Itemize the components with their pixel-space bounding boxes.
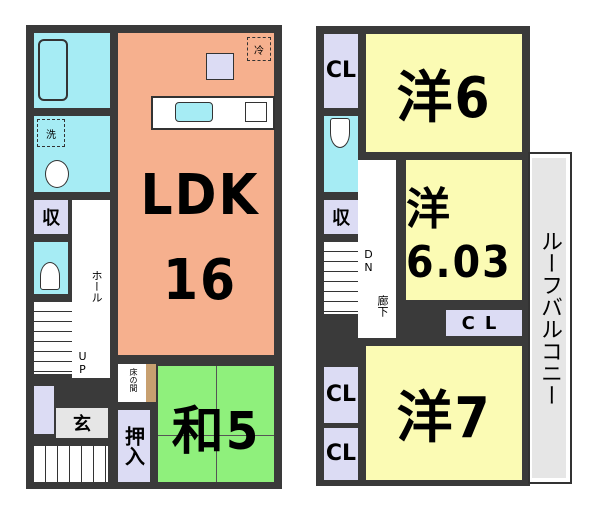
stairs-dn-label: DN: [362, 248, 375, 274]
closet-top: CL: [324, 34, 358, 108]
stairs-floor1: [34, 302, 72, 374]
roof-balcony: ルーフバルコニー: [532, 158, 566, 478]
ldk-label: LDK: [140, 162, 260, 228]
western-room-7: 洋7: [366, 346, 522, 480]
toilet-icon-floor2: [330, 118, 350, 148]
washitsu-room: [158, 366, 274, 482]
hall: [72, 200, 110, 378]
ldk-room: [118, 33, 274, 355]
alcove-label: 床の間: [129, 368, 138, 392]
western-room-6-03: 洋6.03: [406, 160, 522, 300]
washing-machine-icon: 洗: [37, 119, 65, 147]
corridor: [358, 160, 396, 338]
storage-floor1: 収: [34, 200, 68, 234]
tokonoma: [118, 364, 156, 402]
stairs-up-label: UP: [76, 350, 89, 376]
washitsu-label: 和5: [171, 401, 261, 462]
corridor-label: 廊下: [376, 295, 389, 317]
entrance: 玄: [56, 408, 108, 438]
oshiire: 押入: [118, 410, 150, 482]
shoe-cabinet: [34, 386, 54, 434]
kitchen-sink-icon: [175, 102, 213, 122]
toilet-icon: [40, 262, 60, 290]
fridge-icon: 冷: [247, 37, 271, 61]
entry-porch: [34, 446, 108, 482]
closet-low1: CL: [324, 367, 358, 423]
stove-icon: [245, 102, 267, 122]
bathtub-icon: [38, 39, 68, 101]
sink-icon: [45, 160, 69, 188]
ldk-size: 16: [162, 247, 238, 313]
closet-low2: CL: [324, 428, 358, 480]
stairs-floor2: [324, 242, 358, 314]
closet-mid: CL: [446, 310, 522, 336]
western-room-6: 洋6: [366, 34, 522, 152]
pantry-icon: [206, 53, 234, 80]
bathroom: [34, 33, 110, 108]
storage-floor2: 収: [324, 200, 358, 234]
hall-label: ホール: [90, 270, 103, 303]
